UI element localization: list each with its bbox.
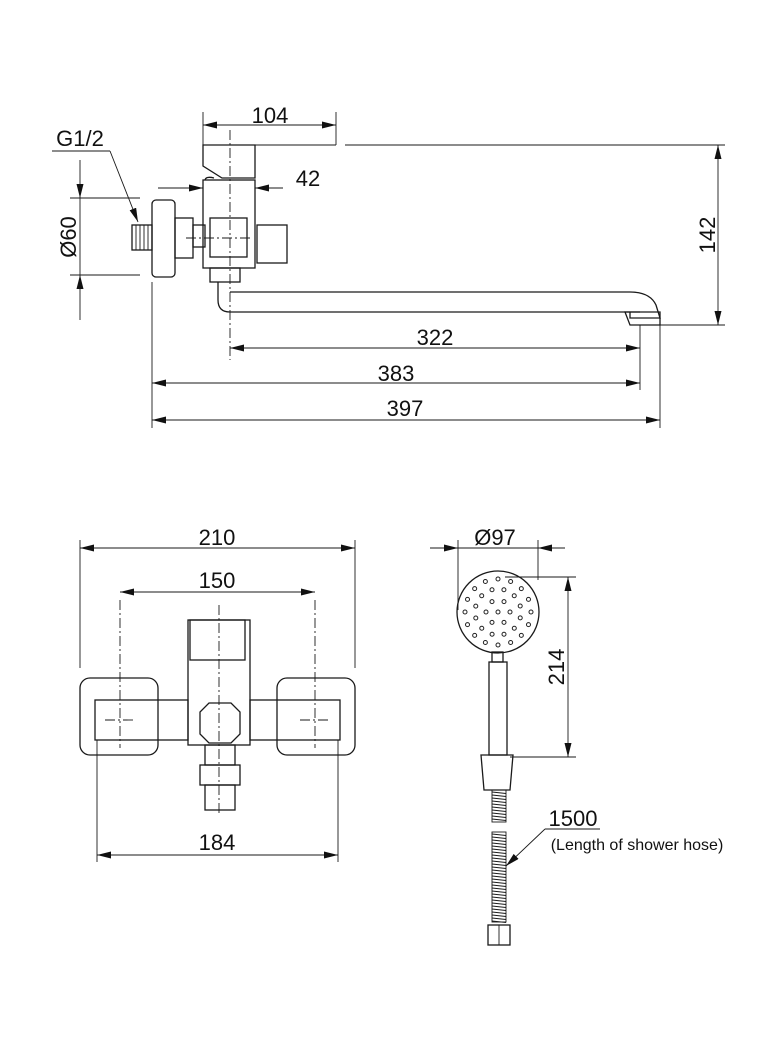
dim-height: 142 <box>695 217 720 254</box>
dim-outlet-reach: 383 <box>378 361 415 386</box>
thread-label: G1/2 <box>56 126 104 151</box>
faucet-front-outline <box>79 600 356 815</box>
hose-coil <box>491 863 507 866</box>
hose-note: (Length of shower hose) <box>551 837 724 854</box>
dim-center-distance: 150 <box>199 568 236 593</box>
hose-coil <box>491 920 507 923</box>
hose-coil <box>491 908 507 911</box>
hose-coil <box>491 791 507 794</box>
spray-hole <box>479 625 485 631</box>
hose-coil <box>491 893 507 896</box>
hose-coil <box>491 884 507 887</box>
spray-hole <box>511 593 517 599</box>
spray-hole <box>489 599 495 605</box>
hose-coil <box>491 845 507 848</box>
spray-hole <box>508 579 514 585</box>
spray-hole <box>489 631 495 637</box>
side-view: 104 42 G1/2 Ø60 142 322 383 397 <box>52 103 725 428</box>
hose-coil <box>491 911 507 914</box>
spray-hole <box>518 632 524 638</box>
dim-body-width: 42 <box>296 166 320 191</box>
spray-hole <box>501 599 507 605</box>
spray-hole <box>495 609 501 615</box>
hose-coil <box>491 896 507 899</box>
spray-hole <box>517 615 523 621</box>
hose-coil <box>491 905 507 908</box>
hose-coil <box>491 866 507 869</box>
spray-hole <box>501 587 507 593</box>
hose-coil <box>491 899 507 902</box>
hand-shower-outline <box>456 570 540 946</box>
dim-head-diameter: Ø97 <box>474 525 516 550</box>
hose-coil <box>491 854 507 857</box>
hose-coil <box>491 833 507 836</box>
spray-hole <box>472 586 478 592</box>
spray-hole <box>525 622 531 628</box>
spray-hole <box>465 596 471 602</box>
hose-coil <box>491 890 507 893</box>
spray-hole <box>462 609 468 615</box>
spray-hole <box>483 609 489 615</box>
hose-coil <box>491 794 507 797</box>
spray-hole <box>508 639 514 645</box>
spray-hole <box>465 622 471 628</box>
spray-hole <box>473 603 479 609</box>
spray-hole <box>507 609 513 615</box>
hose-coil <box>491 902 507 905</box>
spray-hole <box>489 619 495 625</box>
hose-length: 1500 <box>549 806 598 831</box>
spray-hole <box>501 619 507 625</box>
hose-coil <box>491 872 507 875</box>
spray-hole <box>495 576 501 582</box>
dim-overall-width: 210 <box>199 525 236 550</box>
hose-coil <box>491 848 507 851</box>
hose-coil <box>491 839 507 842</box>
spray-hole <box>511 625 517 631</box>
hose-coil <box>491 809 507 812</box>
hose-coil <box>491 842 507 845</box>
spray-hole <box>528 609 534 615</box>
spray-hole <box>472 632 478 638</box>
hose-coil <box>491 857 507 860</box>
dim-bottom-width: 184 <box>199 830 236 855</box>
dim-spout-length: 322 <box>417 325 454 350</box>
hand-shower-view: Ø97 214 1500 (Length of shower hose) <box>430 525 724 946</box>
spray-hole <box>482 639 488 645</box>
spray-hole <box>479 593 485 599</box>
hose-coil <box>491 917 507 920</box>
hose-coil <box>491 836 507 839</box>
hose-coil <box>491 869 507 872</box>
faucet-side-outline <box>131 130 661 360</box>
hose-coil <box>491 815 507 818</box>
hose-coil <box>491 812 507 815</box>
dim-handle-width: 104 <box>252 103 289 128</box>
hose-coil <box>491 803 507 806</box>
hose-coil <box>491 851 507 854</box>
spray-hole <box>482 579 488 585</box>
hose-coil <box>491 818 507 821</box>
hose-coil <box>491 875 507 878</box>
spray-hole <box>489 587 495 593</box>
hose-coil <box>491 797 507 800</box>
hose-coil <box>491 878 507 881</box>
spray-hole <box>495 642 501 648</box>
hose-coil <box>491 806 507 809</box>
spray-hole <box>517 603 523 609</box>
dim-flange-diameter: Ø60 <box>56 216 81 258</box>
hose-coil <box>491 914 507 917</box>
spray-hole <box>518 586 524 592</box>
spray-hole <box>525 596 531 602</box>
hose-coil <box>491 860 507 863</box>
spray-hole <box>501 631 507 637</box>
spray-holes <box>462 576 534 648</box>
hose-coil <box>491 881 507 884</box>
dim-hand-shower-length: 214 <box>544 649 569 686</box>
dim-overall-length: 397 <box>387 396 424 421</box>
spray-hole <box>473 615 479 621</box>
hose-coil <box>491 800 507 803</box>
front-view: 210 150 184 <box>79 525 356 862</box>
hose-coil <box>491 887 507 890</box>
